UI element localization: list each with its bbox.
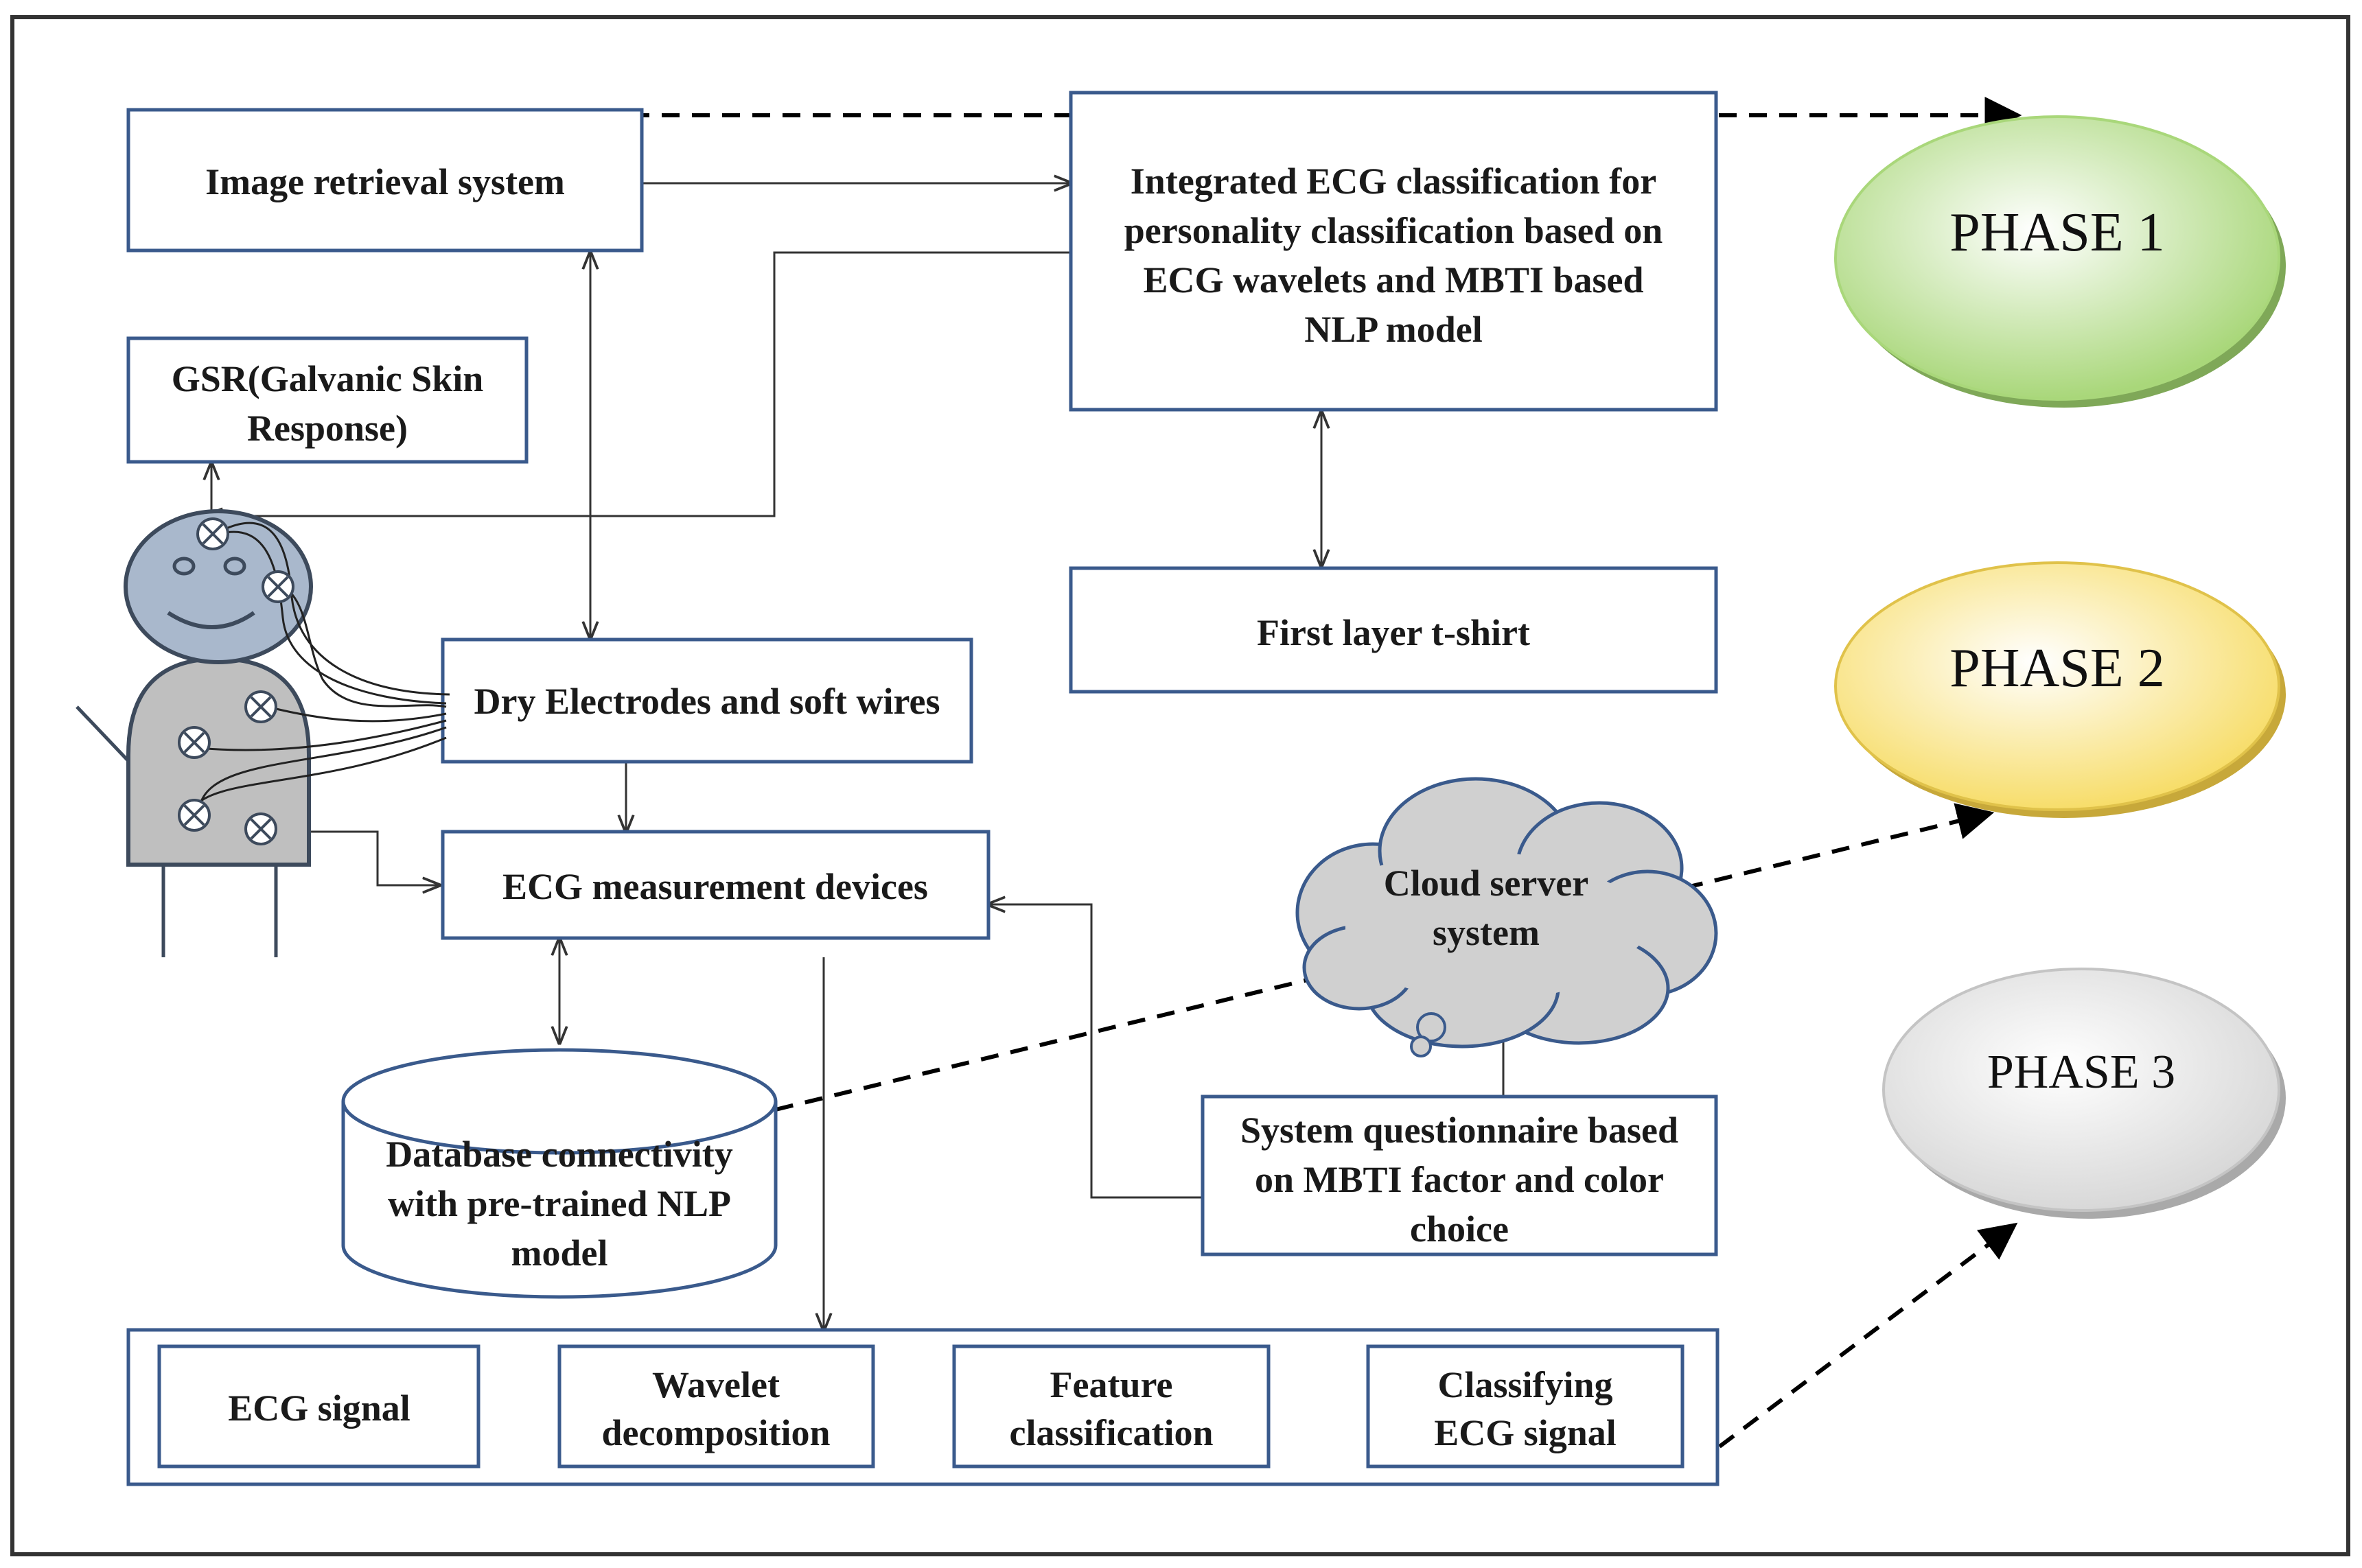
ecg-signal-label: ECG signal: [228, 1388, 410, 1429]
ecg-measurement-label: ECG measurement devices: [502, 866, 928, 907]
dashed-arrow-phase3: [1718, 1222, 2018, 1449]
node-gsr: GSR(Galvanic Skin Response): [126, 336, 529, 464]
integrated-line-4: NLP model: [1304, 309, 1483, 350]
dashed-arrow-phase2: [775, 803, 1995, 1112]
phase-3-ellipse: PHASE 3: [1882, 968, 2286, 1219]
dry-electrodes-label: Dry Electrodes and soft wires: [474, 681, 940, 722]
cloud-line-2: system: [1433, 912, 1540, 953]
integrated-line-1: Integrated ECG classification for: [1131, 161, 1656, 202]
node-processing-pipeline: ECG signal Wavelet decomposition Feature…: [126, 1328, 1720, 1486]
phase-3-label: PHASE 3: [1987, 1046, 2175, 1099]
wavelet-line-2: decomposition: [601, 1412, 830, 1453]
arrow-integrated-to-head: [206, 251, 1071, 516]
phase-1-ellipse: PHASE 1: [1834, 115, 2286, 408]
torso: [126, 656, 311, 867]
node-database: Database connectivity with pre-trained N…: [341, 1048, 778, 1299]
person-figure: [76, 509, 450, 957]
outer-frame: [10, 15, 2350, 1556]
node-dry-electrodes: Dry Electrodes and soft wires: [441, 637, 973, 764]
node-cloud-server: Cloud server system: [1295, 777, 1718, 1057]
gsr-line-1: GSR(Galvanic Skin: [172, 358, 484, 399]
node-first-layer-tshirt: First layer t-shirt: [1069, 566, 1718, 694]
phase-arrows: [632, 97, 2022, 1449]
phase-1-label: PHASE 1: [1949, 202, 2164, 263]
integrated-line-3: ECG wavelets and MBTI based: [1143, 259, 1643, 301]
gsr-line-2: Response): [247, 408, 408, 449]
phase-2-ellipse: PHASE 2: [1834, 561, 2286, 818]
node-image-retrieval: Image retrieval system: [126, 108, 644, 253]
arrow-questionnaire-to-ecg: [988, 904, 1203, 1199]
electrodes: [178, 517, 294, 845]
wavelet-line-1: Wavelet: [652, 1364, 780, 1405]
node-ecg-measurement: ECG measurement devices: [441, 830, 991, 940]
image-retrieval-label: Image retrieval system: [205, 161, 565, 202]
feature-line-1: Feature: [1050, 1364, 1173, 1405]
node-questionnaire: System questionnaire based on MBTI facto…: [1201, 1095, 1718, 1256]
classifying-line-1: Classifying: [1437, 1364, 1612, 1405]
questionnaire-line-3: choice: [1410, 1208, 1509, 1250]
arrow-body-to-ecg: [309, 830, 439, 885]
integrated-line-2: personality classification based on: [1124, 210, 1663, 251]
database-line-3: model: [511, 1232, 608, 1274]
phase-2-label: PHASE 2: [1949, 638, 2164, 699]
feature-line-2: classification: [1010, 1412, 1214, 1453]
questionnaire-line-1: System questionnaire based: [1240, 1110, 1678, 1151]
node-integrated-classification: Integrated ECG classification for person…: [1069, 91, 1718, 412]
database-line-2: with pre-trained NLP: [388, 1183, 731, 1224]
cloud-line-1: Cloud server: [1384, 863, 1588, 904]
questionnaire-line-2: on MBTI factor and color: [1255, 1159, 1664, 1200]
tshirt-label: First layer t-shirt: [1257, 612, 1530, 653]
database-line-1: Database connectivity: [386, 1134, 732, 1175]
classifying-line-2: ECG signal: [1434, 1412, 1617, 1453]
